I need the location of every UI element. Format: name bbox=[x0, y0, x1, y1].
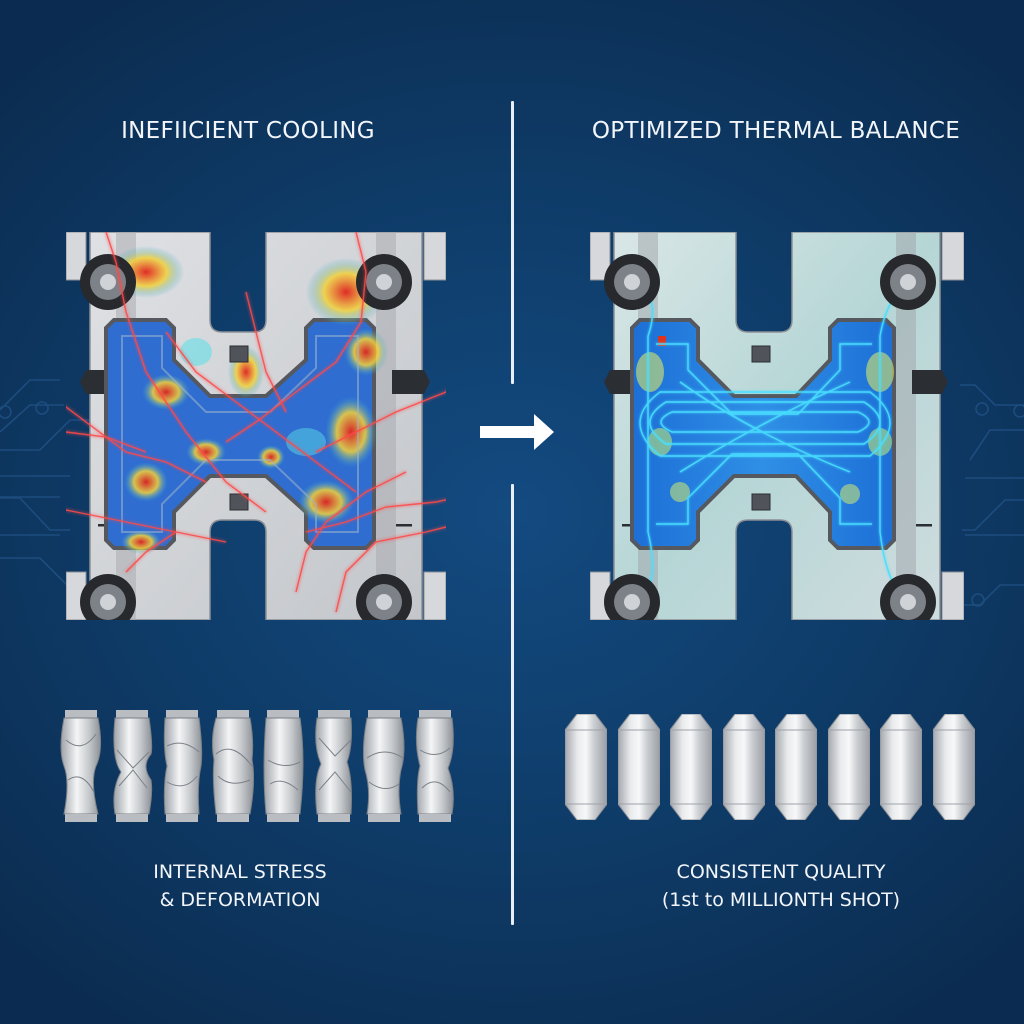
deformed-part bbox=[211, 710, 254, 822]
left-caption-line2: & DEFORMATION bbox=[159, 889, 321, 911]
uniform-part bbox=[880, 714, 923, 820]
uniform-part bbox=[722, 714, 765, 820]
deformed-part bbox=[163, 710, 203, 822]
uniform-part bbox=[932, 714, 975, 820]
right-caption-line2: (1st to MILLIONTH SHOT) bbox=[661, 889, 901, 911]
uniform-part bbox=[617, 714, 660, 820]
uniform-part bbox=[827, 714, 870, 820]
right-heading: OPTIMIZED THERMAL BALANCE bbox=[591, 118, 961, 144]
uniform-part bbox=[670, 714, 713, 820]
right-caption: CONSISTENT QUALITY (1st to MILLIONTH SHO… bbox=[538, 858, 1024, 914]
divider-bottom bbox=[511, 484, 514, 925]
left-heading: INEFIICIENT COOLING bbox=[121, 118, 375, 144]
left-caption: INTERNAL STRESS & DEFORMATION bbox=[0, 858, 480, 914]
arrow-right-icon bbox=[480, 414, 554, 450]
deformed-part bbox=[363, 710, 405, 822]
mold-inefficient-cooling bbox=[66, 232, 446, 620]
mold-optimized-thermal-balance bbox=[590, 232, 964, 620]
deformed-part bbox=[415, 710, 454, 822]
uniform-part bbox=[775, 714, 818, 820]
deformed-part bbox=[60, 710, 102, 822]
uniform-parts-row bbox=[565, 714, 975, 820]
deformed-part bbox=[263, 710, 304, 822]
divider-top bbox=[511, 101, 514, 384]
right-caption-line1: CONSISTENT QUALITY bbox=[676, 861, 886, 883]
deformed-part bbox=[315, 710, 352, 822]
uniform-part bbox=[565, 714, 607, 820]
deformed-parts-row bbox=[60, 710, 456, 822]
deformed-part bbox=[112, 710, 152, 822]
left-caption-line1: INTERNAL STRESS bbox=[153, 861, 327, 883]
